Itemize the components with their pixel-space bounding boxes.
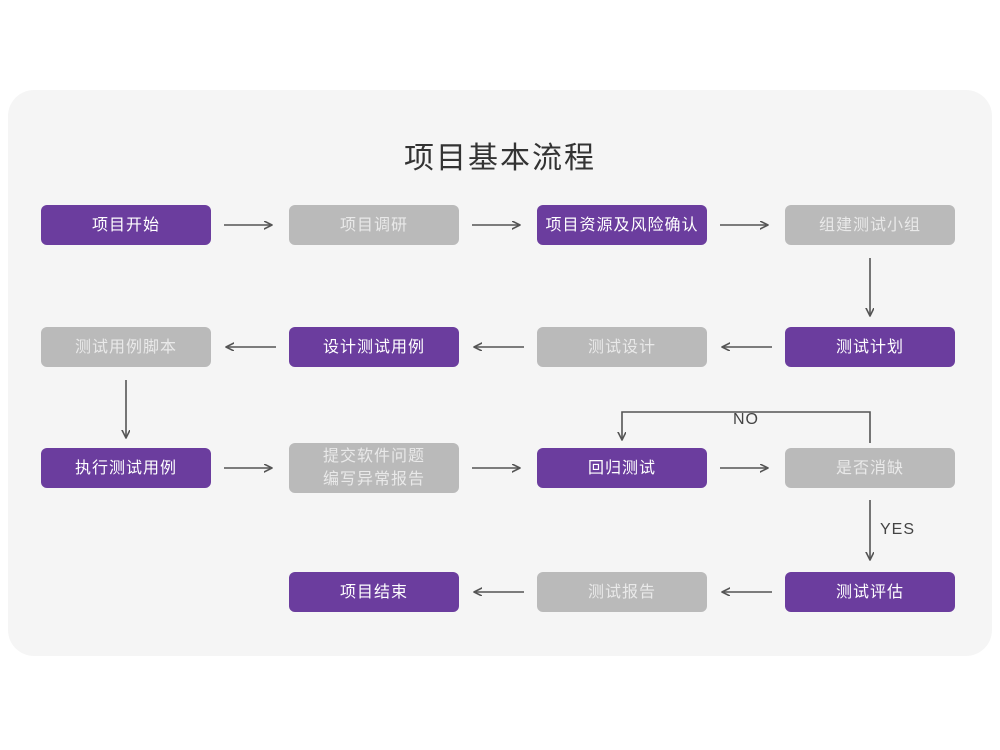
page-title: 项目基本流程	[404, 142, 596, 175]
node-design-test-case[interactable]: 设计测试用例	[289, 327, 459, 367]
node-resource-risk-confirm[interactable]: 项目资源及风险确认	[537, 205, 707, 245]
node-project-research[interactable]: 项目调研	[289, 205, 459, 245]
node-execute-test-case[interactable]: 执行测试用例	[41, 448, 211, 488]
node-test-evaluation[interactable]: 测试评估	[785, 572, 955, 612]
node-submit-issue-report[interactable]: 提交软件问题 编写异常报告	[289, 443, 459, 493]
node-regression-test[interactable]: 回归测试	[537, 448, 707, 488]
node-form-test-team[interactable]: 组建测试小组	[785, 205, 955, 245]
flowchart-panel	[8, 90, 992, 656]
edge-label-no: NO	[733, 411, 759, 428]
node-test-report[interactable]: 测试报告	[537, 572, 707, 612]
node-test-plan[interactable]: 测试计划	[785, 327, 955, 367]
node-project-end[interactable]: 项目结束	[289, 572, 459, 612]
node-project-start[interactable]: 项目开始	[41, 205, 211, 245]
node-defect-resolved[interactable]: 是否消缺	[785, 448, 955, 488]
node-test-case-script[interactable]: 测试用例脚本	[41, 327, 211, 367]
edge-label-yes: YES	[880, 521, 916, 538]
node-test-design[interactable]: 测试设计	[537, 327, 707, 367]
